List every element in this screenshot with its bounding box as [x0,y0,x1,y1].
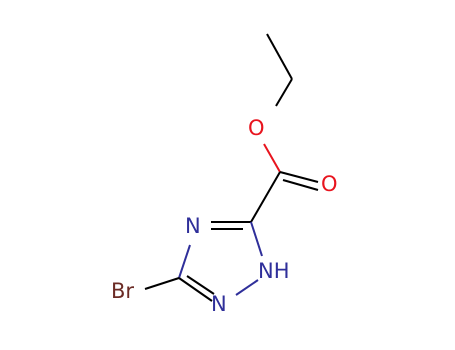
bond-ch2-o [275,78,293,107]
bond-co-double-2 [282,179,319,191]
bond-n2-c3 [250,221,263,257]
bond-n4-c5 [178,244,191,279]
bond-n1-n2 [235,279,259,296]
atom-labels: O O N NH N Br [111,116,338,316]
atom-n-ring: N [185,214,201,238]
atom-o-carbonyl: O [321,172,338,196]
atom-n-ring-bottom: N [211,292,227,316]
atom-bromine: Br [111,279,134,303]
atom-o-ether: O [248,116,265,140]
bond-c5-n1-1 [178,277,213,302]
bond-c5-br [144,277,180,290]
bond-o-carbonylc [263,143,281,173]
bond-co-double-1 [279,171,319,183]
bond-carbonylc-ringc [250,171,281,223]
bond-ethyl-cc [266,33,293,80]
bond-c5-n1-2 [186,275,215,295]
atom-nh-ring: NH [258,259,290,283]
bonds [144,33,319,302]
